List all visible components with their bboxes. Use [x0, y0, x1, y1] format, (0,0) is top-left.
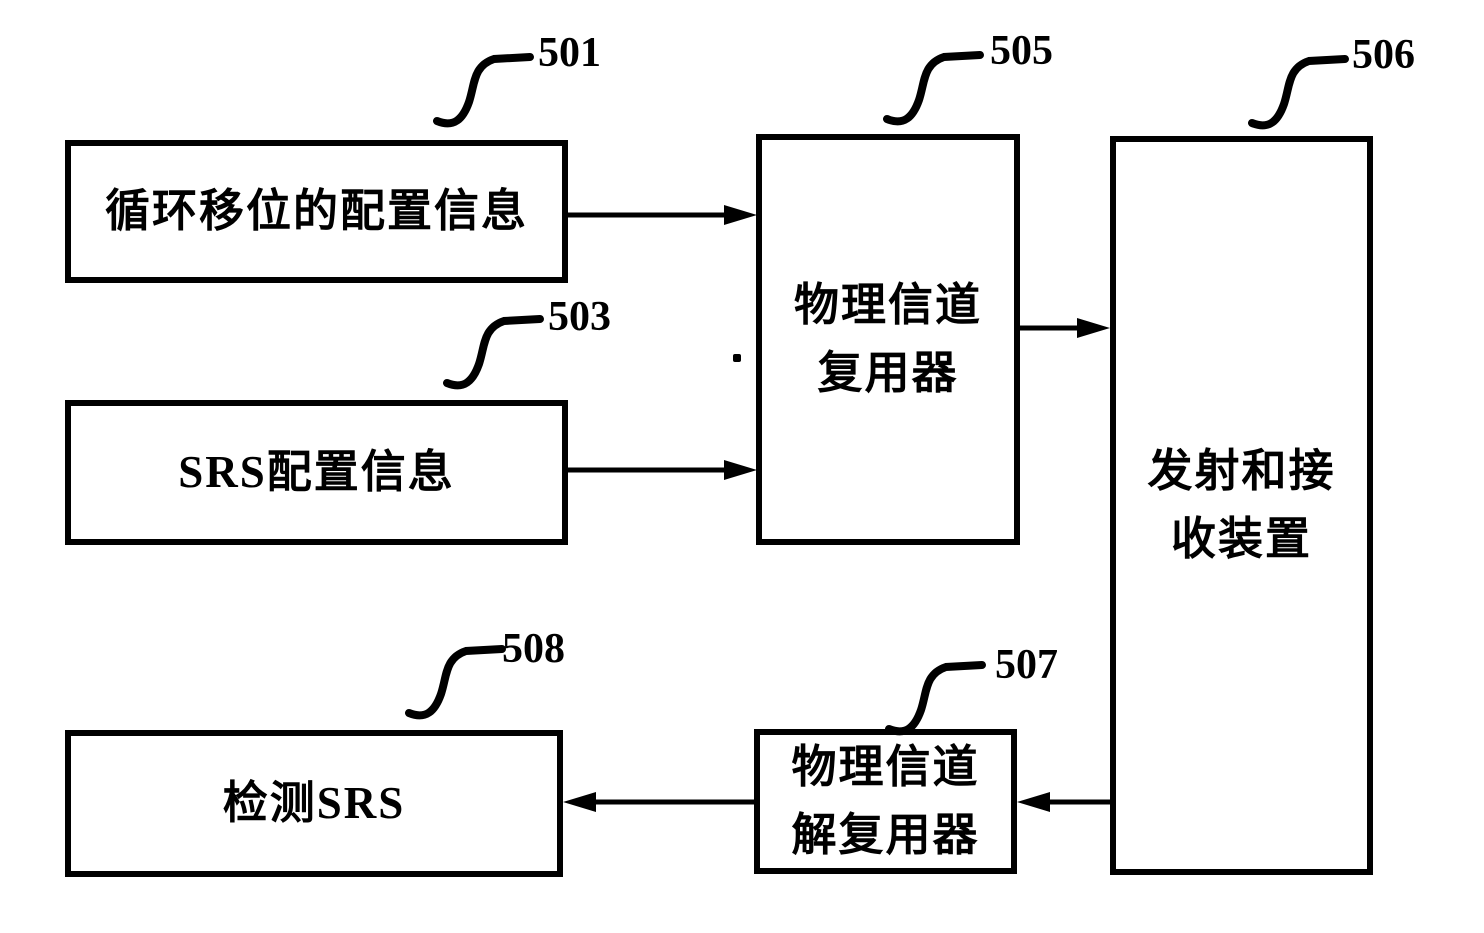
box-detect-srs: 检测SRS — [65, 730, 563, 877]
box-label: 循环移位的配置信息 — [104, 185, 528, 236]
box-label: 物理信道 复用器 — [793, 280, 982, 398]
leader-line-508-icon — [405, 645, 506, 720]
arrow-503-to-505 — [568, 460, 757, 480]
ref-label-507: 507 — [995, 642, 1058, 688]
leader-line-505-icon — [883, 51, 984, 126]
ref-label-508: 508 — [502, 626, 565, 672]
ref-label-506: 506 — [1352, 32, 1415, 78]
box-physical-channel-demultiplexer: 物理信道 解复用器 — [754, 729, 1017, 874]
ref-label-503: 503 — [548, 294, 611, 340]
leader-line-507-icon — [885, 661, 986, 736]
arrow-506-to-507 — [1017, 792, 1110, 812]
arrow-501-to-505 — [568, 205, 757, 225]
box-physical-channel-multiplexer: 物理信道 复用器 — [756, 134, 1020, 545]
leader-line-503-icon — [443, 315, 544, 390]
box-label: 检测SRS — [222, 777, 406, 828]
ref-label-501: 501 — [538, 30, 601, 76]
arrow-507-to-508 — [563, 792, 755, 812]
leader-line-506-icon — [1248, 55, 1349, 130]
box-label: 物理信道 解复用器 — [791, 742, 980, 860]
box-label: 发射和接 收装置 — [1147, 446, 1336, 564]
ink-dot — [733, 354, 741, 362]
ref-label-505: 505 — [990, 28, 1053, 74]
box-label: SRS配置信息 — [178, 446, 455, 497]
box-cyclic-shift-config: 循环移位的配置信息 — [65, 140, 568, 283]
leader-line-501-icon — [433, 53, 534, 128]
box-transmit-receive-device: 发射和接 收装置 — [1110, 136, 1373, 875]
arrow-505-to-506 — [1020, 318, 1110, 338]
box-srs-config: SRS配置信息 — [65, 400, 568, 545]
